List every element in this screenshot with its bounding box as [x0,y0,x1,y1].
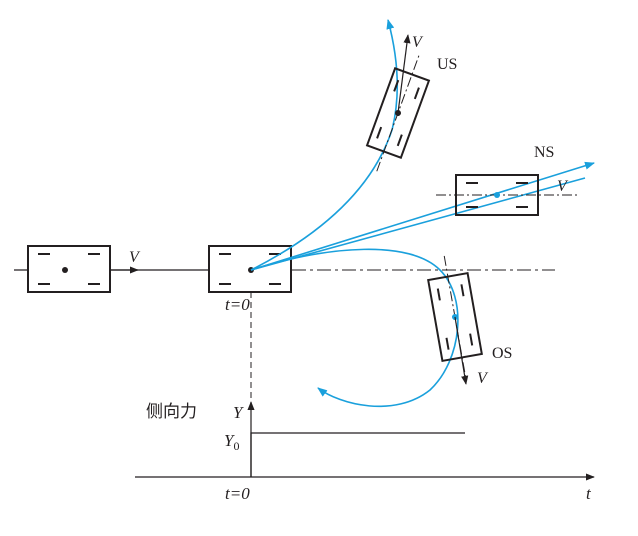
velocity-label-us: V [412,34,424,51]
y0-base: Y [224,431,235,450]
velocity-arrow-os [454,316,469,385]
velocity-arrow-us [397,34,411,114]
label-os: OS [492,345,512,362]
t0-label-top: t=0 [225,295,250,314]
trajectory-us [250,19,399,271]
t-axis-label: t [586,484,592,503]
trajectory-os [250,248,459,408]
trajectory-ns [250,161,595,271]
t0-label-bottom: t=0 [225,484,250,503]
car-at-t0 [208,245,292,293]
label-ns: NS [534,144,554,161]
y-axis-label: Y [233,403,244,422]
trajectory-ns-short [250,177,586,271]
label-us: US [437,56,457,73]
step-function [250,432,465,477]
initial-car [27,245,139,293]
car-ns [436,174,580,216]
lateral-force-label: 侧向力 [146,402,197,422]
y0-label: Y0 [224,431,239,453]
y0-sub: 0 [233,439,239,453]
velocity-label-os: V [477,370,489,387]
initial-velocity-label: V [129,249,141,266]
force-plot [135,401,595,481]
car-us [365,54,431,172]
velocity-label-ns: V [557,178,569,195]
